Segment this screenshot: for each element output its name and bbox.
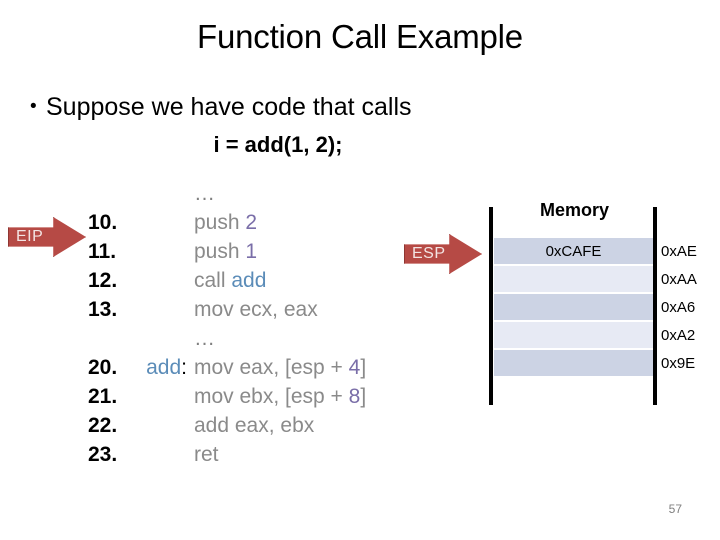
mnemonic: call	[194, 269, 232, 292]
code-line: 12. call add	[88, 269, 366, 298]
source-call-line: i = add(1, 2);	[213, 132, 343, 157]
code-line: 13. mov ecx, eax	[88, 298, 366, 327]
mnemonic: mov eax, [esp +	[194, 356, 349, 379]
mnemonic: add eax, ebx	[194, 414, 315, 437]
operand-literal: 2	[245, 211, 258, 234]
memory-address: 0xAA	[661, 270, 697, 288]
line-number: 11.	[88, 240, 117, 263]
code-ellipsis-mid: …	[88, 327, 366, 356]
code-line: 23. ret	[88, 443, 366, 472]
line-number: 20.	[88, 356, 118, 379]
memory-address: 0xAE	[661, 242, 697, 260]
memory-address: 0xA2	[661, 326, 696, 344]
memory-diagram-title: Memory	[539, 200, 610, 220]
memory-right-rail	[653, 207, 657, 405]
line-number: 21.	[88, 385, 118, 408]
eip-label: EIP	[16, 228, 44, 245]
memory-cell	[494, 350, 653, 376]
instruction-text: mov ecx, eax	[194, 298, 318, 322]
code-line: 20. add: mov eax, [esp + 4]	[88, 356, 366, 385]
memory-cell	[494, 322, 653, 348]
assembly-code-listing: … 10. push 2 11. push 1 12. call add 13.…	[88, 182, 366, 472]
instruction-tail: ]	[360, 385, 367, 408]
instruction-text: push 1	[194, 240, 257, 264]
esp-label: ESP	[412, 245, 446, 262]
line-number: 22.	[88, 414, 118, 437]
memory-cell	[494, 294, 653, 320]
code-line: 11. push 1	[88, 240, 366, 269]
operand-literal: 1	[245, 240, 258, 263]
line-number: 10.	[88, 211, 118, 234]
line-label: add:	[136, 356, 194, 380]
operand-literal: 4	[348, 356, 361, 379]
code-line: 22. add eax, ebx	[88, 414, 366, 443]
memory-cell	[494, 266, 653, 292]
code-ellipsis-top: …	[88, 182, 366, 211]
operand-literal: 8	[348, 385, 361, 408]
memory-address-list: 0xAE 0xAA 0xA6 0xA2 0x9E	[661, 238, 720, 378]
bullet-dot-icon: •	[30, 96, 37, 117]
code-line: 21. mov ebx, [esp + 8]	[88, 385, 366, 414]
mnemonic: mov ebx, [esp +	[194, 385, 349, 408]
mnemonic: ret	[194, 443, 219, 466]
instruction-text: push 2	[194, 211, 257, 235]
eip-pointer-arrow: EIP	[8, 217, 86, 257]
bullet-item-label: Suppose we have code that calls	[46, 93, 412, 121]
line-number: 12.	[88, 269, 118, 292]
instruction-text: mov ebx, [esp + 8]	[194, 385, 366, 409]
memory-cell: 0xCAFE	[494, 238, 653, 264]
memory-address: 0x9E	[661, 354, 696, 372]
instruction-text: add eax, ebx	[194, 414, 314, 438]
line-number: 13.	[88, 298, 118, 321]
function-label-colon: :	[181, 356, 187, 379]
memory-left-rail	[489, 207, 493, 405]
bullet-item: • Suppose we have code that calls	[30, 92, 530, 122]
operand-function-ref: add	[231, 269, 267, 292]
esp-pointer-arrow: ESP	[404, 234, 482, 274]
page-title: Function Call Example	[197, 18, 523, 55]
instruction-text: call add	[194, 269, 266, 293]
line-number: 23.	[88, 443, 118, 466]
function-label: add	[146, 356, 182, 379]
slide-number: 57	[668, 502, 682, 516]
code-line: 10. push 2	[88, 211, 366, 240]
mnemonic: push	[194, 211, 246, 234]
instruction-text: ret	[194, 443, 219, 467]
memory-cell-list: 0xCAFE	[494, 238, 653, 378]
memory-address: 0xA6	[661, 298, 696, 316]
instruction-tail: ]	[360, 356, 367, 379]
mnemonic: mov ecx, eax	[194, 298, 318, 321]
ellipsis-glyph: …	[194, 327, 216, 350]
instruction-text: mov eax, [esp + 4]	[194, 356, 366, 380]
ellipsis-glyph: …	[194, 182, 216, 205]
mnemonic: push	[194, 240, 246, 263]
